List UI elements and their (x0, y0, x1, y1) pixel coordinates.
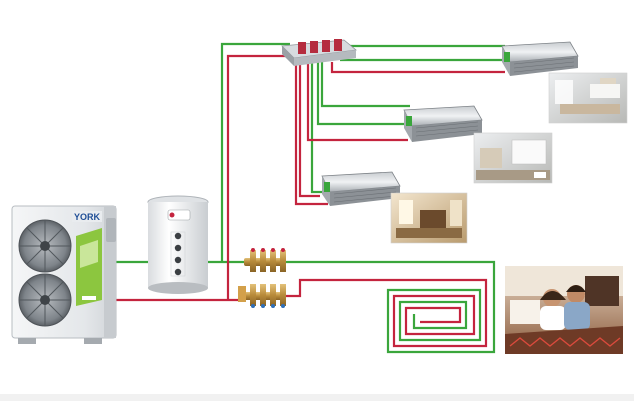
valve-icon (251, 248, 285, 252)
room-photo-icon (548, 72, 628, 124)
room-photo-icon (390, 192, 468, 244)
room-photo-icon (473, 132, 553, 184)
top-distribution-manifold (281, 39, 357, 66)
fan-icon (18, 219, 72, 273)
valve-icon (174, 232, 182, 276)
hot-water-storage-tank (147, 195, 209, 294)
fan-coil-unit-2 (403, 105, 483, 142)
outdoor-heat-pump-unit: YORK (11, 205, 117, 344)
fan-coil-unit-3 (321, 171, 401, 206)
fan-icon (18, 273, 72, 327)
outdoor-unit-brand: YORK (74, 212, 101, 222)
floor-heating-manifold (238, 248, 286, 308)
return-pipes (116, 54, 505, 348)
family-photo-icon (505, 266, 623, 354)
supply-pipes (116, 42, 505, 354)
bottom-strip (0, 394, 634, 401)
fan-coil-unit-1 (501, 41, 579, 76)
